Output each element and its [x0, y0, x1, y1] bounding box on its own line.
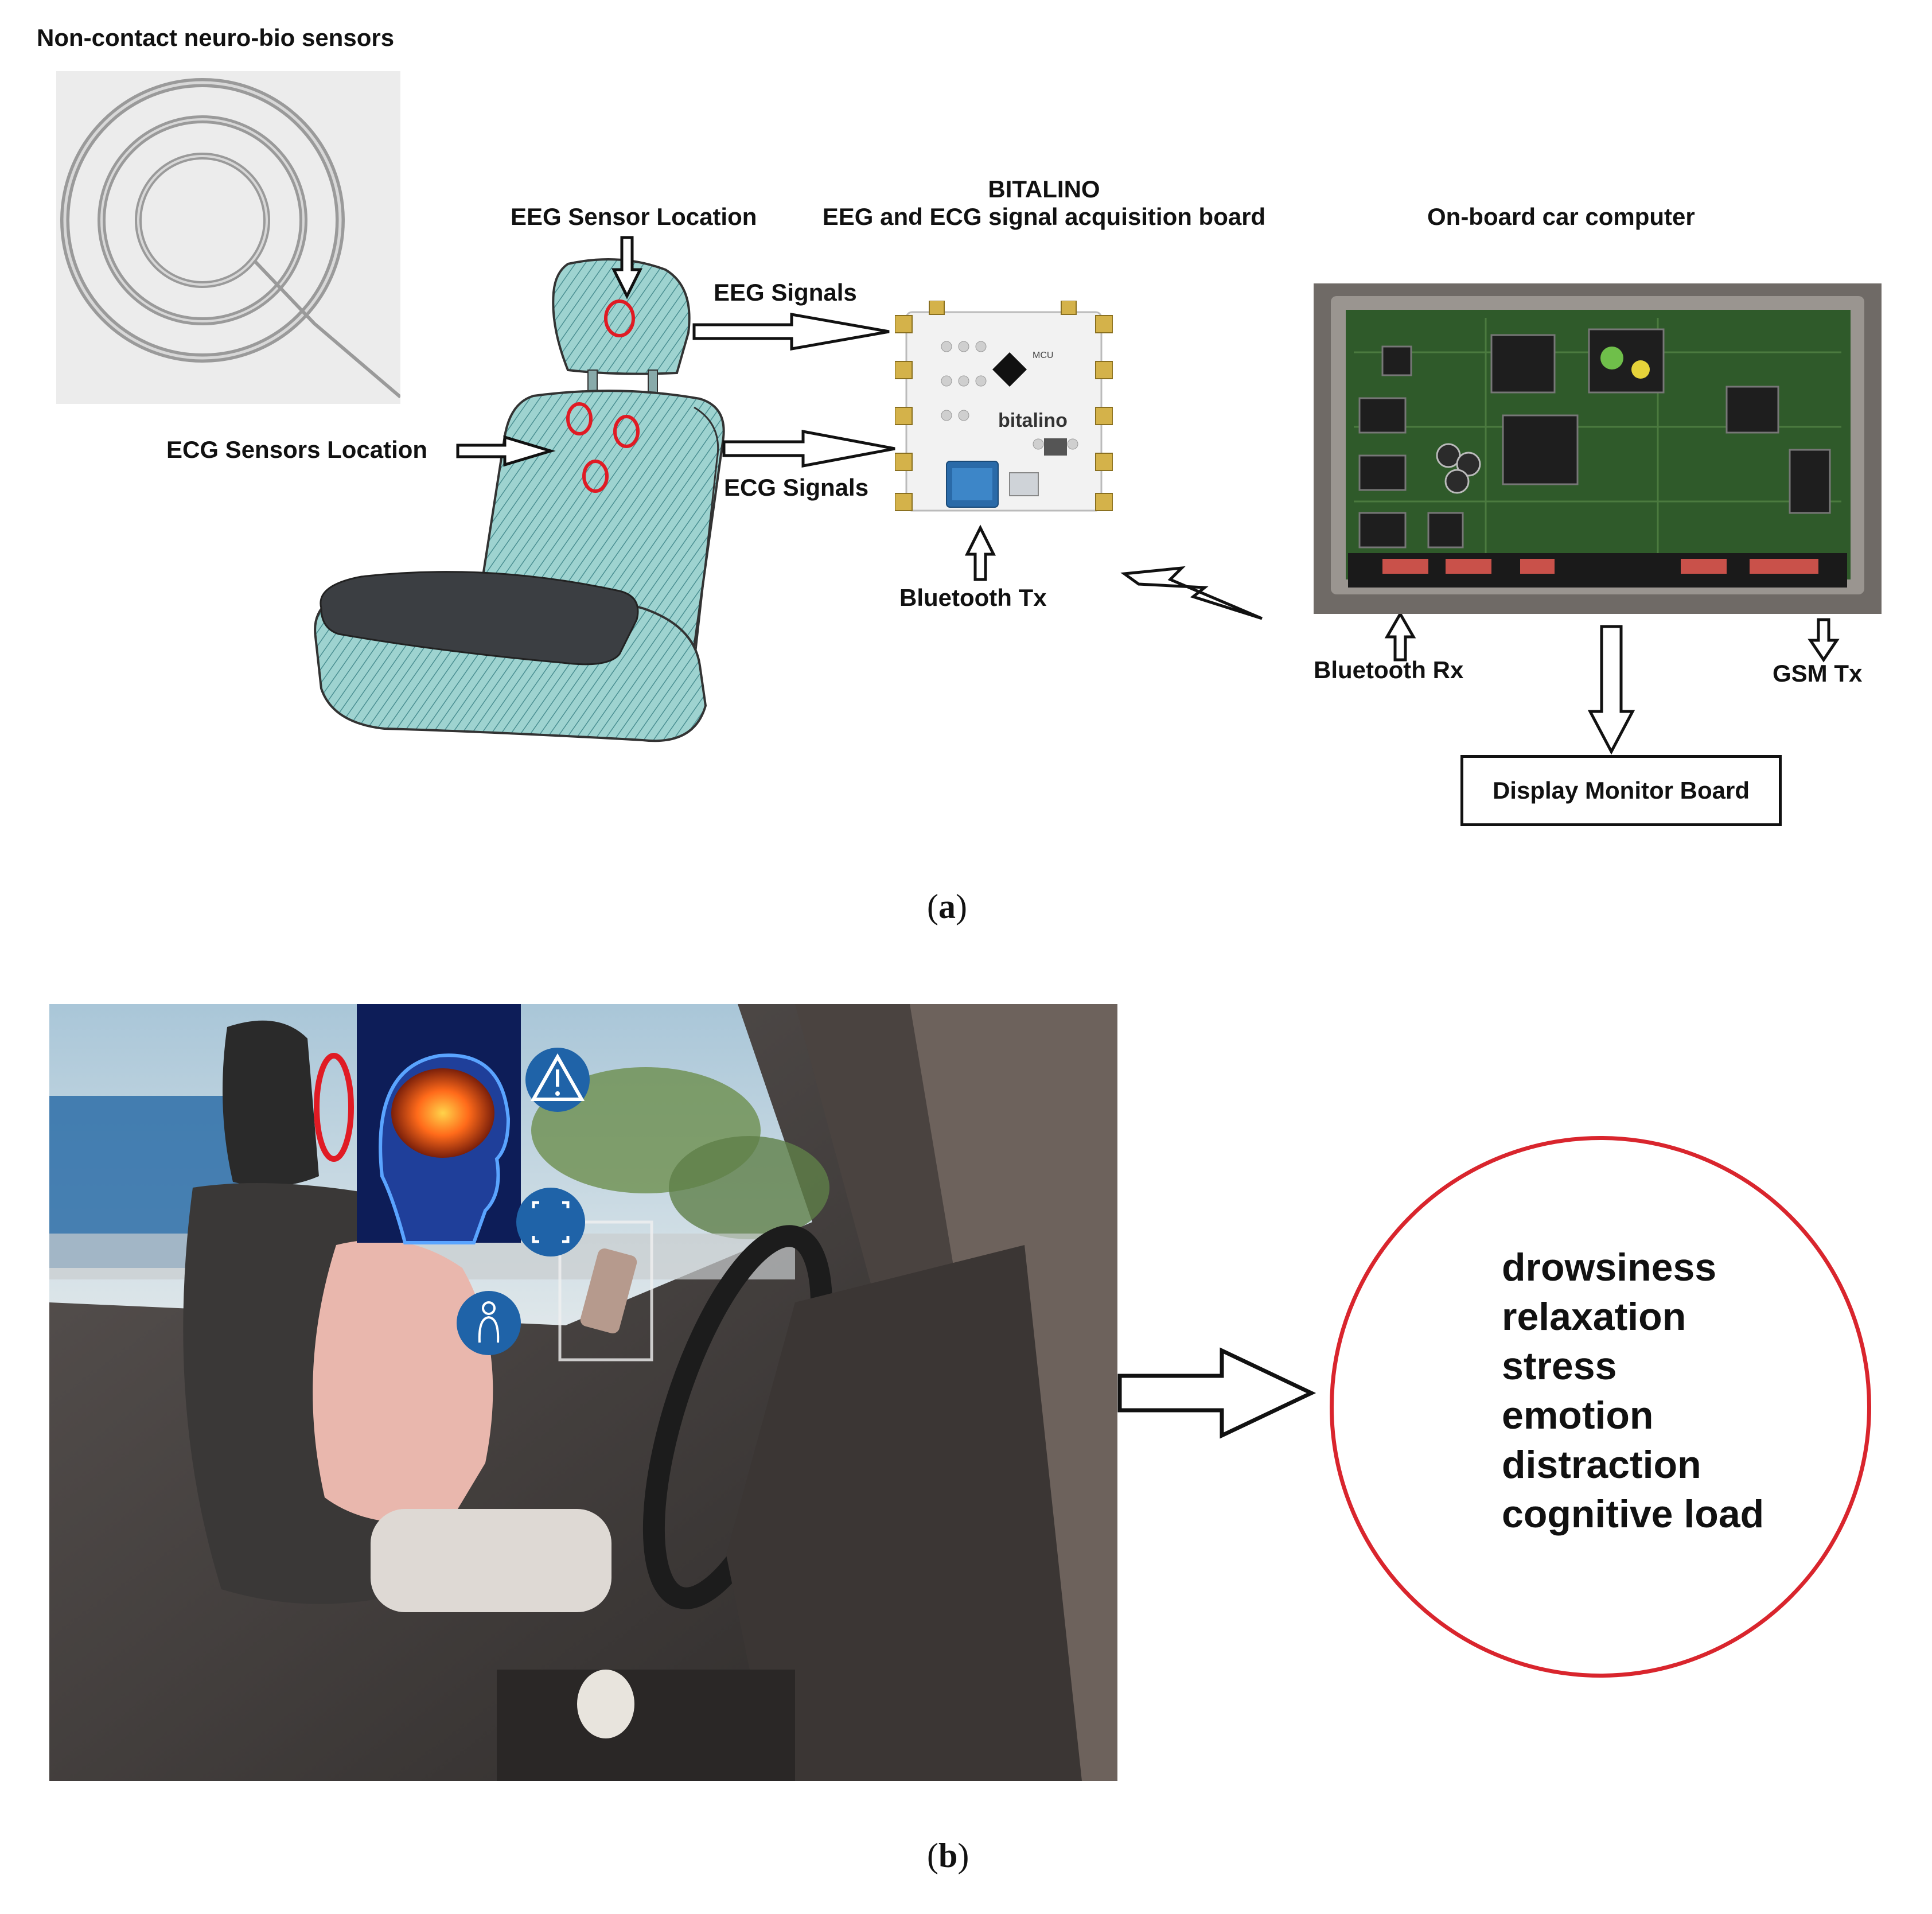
- eeg-sensor-location-label: EEG Sensor Location: [511, 203, 757, 230]
- ecg-sensor-marker: [613, 415, 640, 448]
- ecg-signals-label: ECG Signals: [724, 474, 869, 501]
- bitalino-board: MCU bitalino: [895, 301, 1113, 512]
- gsm-tx-arrow: [1808, 618, 1840, 663]
- onboard-computer-pcb: [1314, 283, 1882, 614]
- state-stress: stress: [1502, 1344, 1617, 1388]
- panel-a-arrows: [456, 236, 1840, 755]
- bluetooth-rx-arrow: [1384, 610, 1416, 662]
- display-board-arrow: [1587, 625, 1635, 755]
- eeg-signals-arrow: [692, 313, 890, 351]
- eeg-signals-label: EEG Signals: [714, 279, 857, 306]
- ecg-signals-arrow: [722, 429, 895, 468]
- driver-photo: [49, 1004, 1117, 1781]
- ecg-sensors-location-label: ECG Sensors Location: [166, 436, 428, 463]
- driver-states-list: drowsiness relaxation stress emotion dis…: [1502, 1243, 1764, 1539]
- bluetooth-tx-arrow: [964, 524, 996, 581]
- state-emotion: emotion: [1502, 1394, 1654, 1437]
- caption-b: (b): [927, 1837, 969, 1874]
- sensors-title: Non-contact neuro-bio sensors: [37, 24, 395, 51]
- bluetooth-rx-label: Bluetooth Rx: [1314, 656, 1464, 683]
- gsm-tx-label: GSM Tx: [1773, 660, 1863, 687]
- state-relaxation: relaxation: [1502, 1295, 1686, 1339]
- wireless-link-icon: [1120, 566, 1263, 620]
- seat-cushion: [320, 571, 639, 666]
- display-monitor-board: Display Monitor Board: [1460, 755, 1782, 826]
- ecg-location-arrow: [456, 435, 556, 467]
- state-drowsiness: drowsiness: [1502, 1246, 1717, 1289]
- state-cognitive-load: cognitive load: [1502, 1492, 1764, 1536]
- person-icon: [457, 1291, 521, 1355]
- bluetooth-tx-label: Bluetooth Tx: [899, 584, 1047, 611]
- eeg-sensor-marker: [604, 299, 635, 337]
- computer-title: On-board car computer: [1427, 203, 1695, 230]
- car-seat: [314, 258, 725, 742]
- sensor-coil-image: [56, 71, 402, 404]
- driver-states-circle: [1330, 1136, 1871, 1678]
- ecg-sensor-marker: [582, 460, 609, 493]
- face-scan-icon: [516, 1188, 585, 1256]
- caption-a: (a): [927, 888, 967, 925]
- result-arrow: [1117, 1347, 1316, 1439]
- display-monitor-board-label: Display Monitor Board: [1492, 777, 1750, 804]
- headrest-eeg-marker: [314, 1053, 354, 1162]
- board-title-line2: EEG and ECG signal acquisition board: [822, 203, 1266, 230]
- svg-text:MCU: MCU: [1033, 351, 1053, 360]
- eeg-location-arrow: [611, 236, 643, 299]
- state-distraction: distraction: [1502, 1443, 1701, 1487]
- board-title-line1: BITALINO: [988, 176, 1100, 203]
- board-title: BITALINO EEG and ECG signal acquisition …: [786, 176, 1302, 231]
- ecg-sensor-marker: [566, 402, 593, 435]
- sensor-coil-drawing: [60, 78, 402, 399]
- board-brand-text: bitalino: [998, 410, 1068, 431]
